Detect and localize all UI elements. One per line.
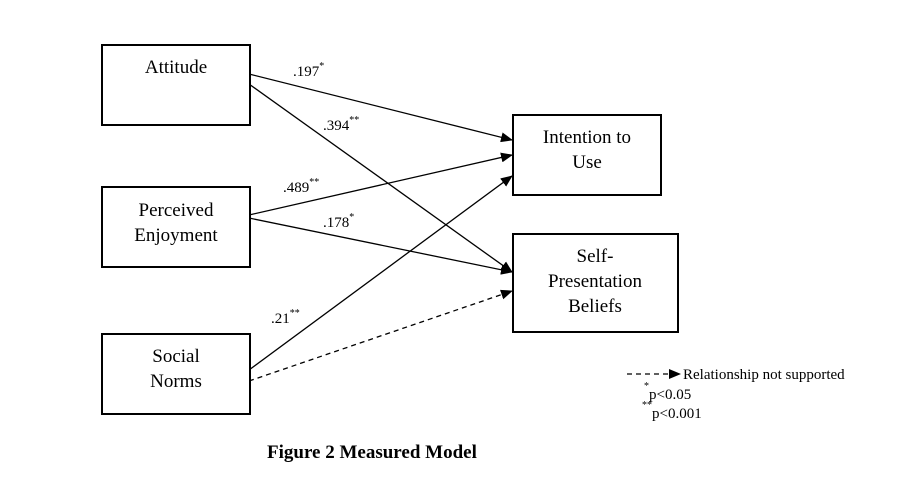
legend-not-supported-label: Relationship not supported	[683, 367, 845, 383]
perceived-enjoyment-box	[101, 186, 251, 268]
intention-to-use-label-line2: Use	[572, 152, 602, 173]
attitude-box	[101, 44, 251, 126]
figure-caption: Figure 2 Measured Model	[267, 442, 477, 463]
legend-p2-text: p<0.001	[652, 406, 702, 422]
social-norms-label-line2: Norms	[150, 371, 202, 392]
coef-sig: **	[309, 177, 319, 188]
legend-p1-text: p<0.05	[649, 387, 691, 403]
self-presentation-label-line1: Self-	[577, 246, 614, 267]
coef-sig: *	[319, 61, 324, 72]
coef-value: .197	[293, 64, 320, 80]
legend-p1-star: *	[644, 381, 649, 392]
self-presentation-label-line3: Beliefs	[568, 296, 622, 317]
coef-value: .394	[323, 118, 350, 134]
path-enjoyment-to-intention	[248, 152, 513, 216]
coef-value: .489	[283, 180, 309, 196]
legend-p2-star: **	[642, 400, 652, 411]
perceived-enjoyment-label-line2: Enjoyment	[134, 225, 218, 246]
path-enjoyment-to-selfpresentation	[248, 217, 513, 275]
coef-enjoyment-intention: .489**	[283, 177, 319, 196]
intention-to-use-box	[512, 114, 662, 196]
coef-sig: **	[349, 115, 359, 126]
intention-to-use-label-line1: Intention to	[543, 127, 631, 148]
coef-sig: **	[290, 308, 300, 319]
self-presentation-label-line2: Presentation	[548, 271, 642, 292]
social-norms-box	[101, 333, 251, 415]
attitude-label: Attitude	[145, 57, 207, 78]
coef-value: .21	[271, 311, 290, 327]
path-norms-to-selfpresentation-dashed	[248, 289, 513, 382]
social-norms-label-line1: Social	[152, 346, 200, 367]
path-attitude-to-selfpresentation	[248, 83, 513, 273]
coef-attitude-selfpresentation: .394**	[323, 115, 359, 134]
coef-norms-intention: .21**	[271, 308, 300, 327]
path-norms-to-intention	[248, 175, 513, 371]
self-presentation-beliefs-box	[512, 233, 679, 333]
coef-value: .178	[323, 215, 349, 231]
coef-enjoyment-selfpresentation: .178*	[323, 212, 354, 231]
perceived-enjoyment-label-line1: Perceived	[139, 200, 214, 221]
path-attitude-to-intention	[248, 73, 513, 143]
coef-attitude-intention: .197*	[293, 61, 324, 80]
coef-sig: *	[349, 212, 354, 223]
